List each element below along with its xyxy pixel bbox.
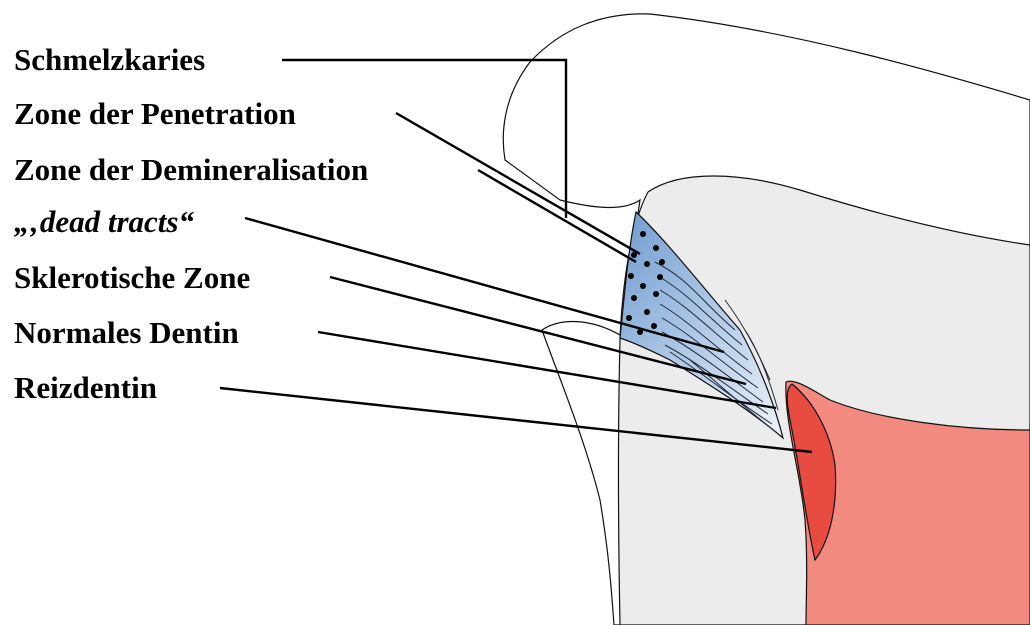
label-dead-tracts: „‚dead tracts“ bbox=[14, 204, 194, 239]
label-schmelzkaries: Schmelzkaries bbox=[14, 42, 205, 77]
labels: Schmelzkaries Zone der Penetration Zone … bbox=[14, 42, 368, 405]
label-reizdentin: Reizdentin bbox=[14, 370, 157, 405]
label-normales-dentin: Normales Dentin bbox=[14, 315, 239, 350]
label-sklerotische-zone: Sklerotische Zone bbox=[14, 260, 250, 295]
label-zone-demineralisation: Zone der Demineralisation bbox=[14, 152, 368, 187]
label-zone-penetration: Zone der Penetration bbox=[14, 96, 296, 131]
